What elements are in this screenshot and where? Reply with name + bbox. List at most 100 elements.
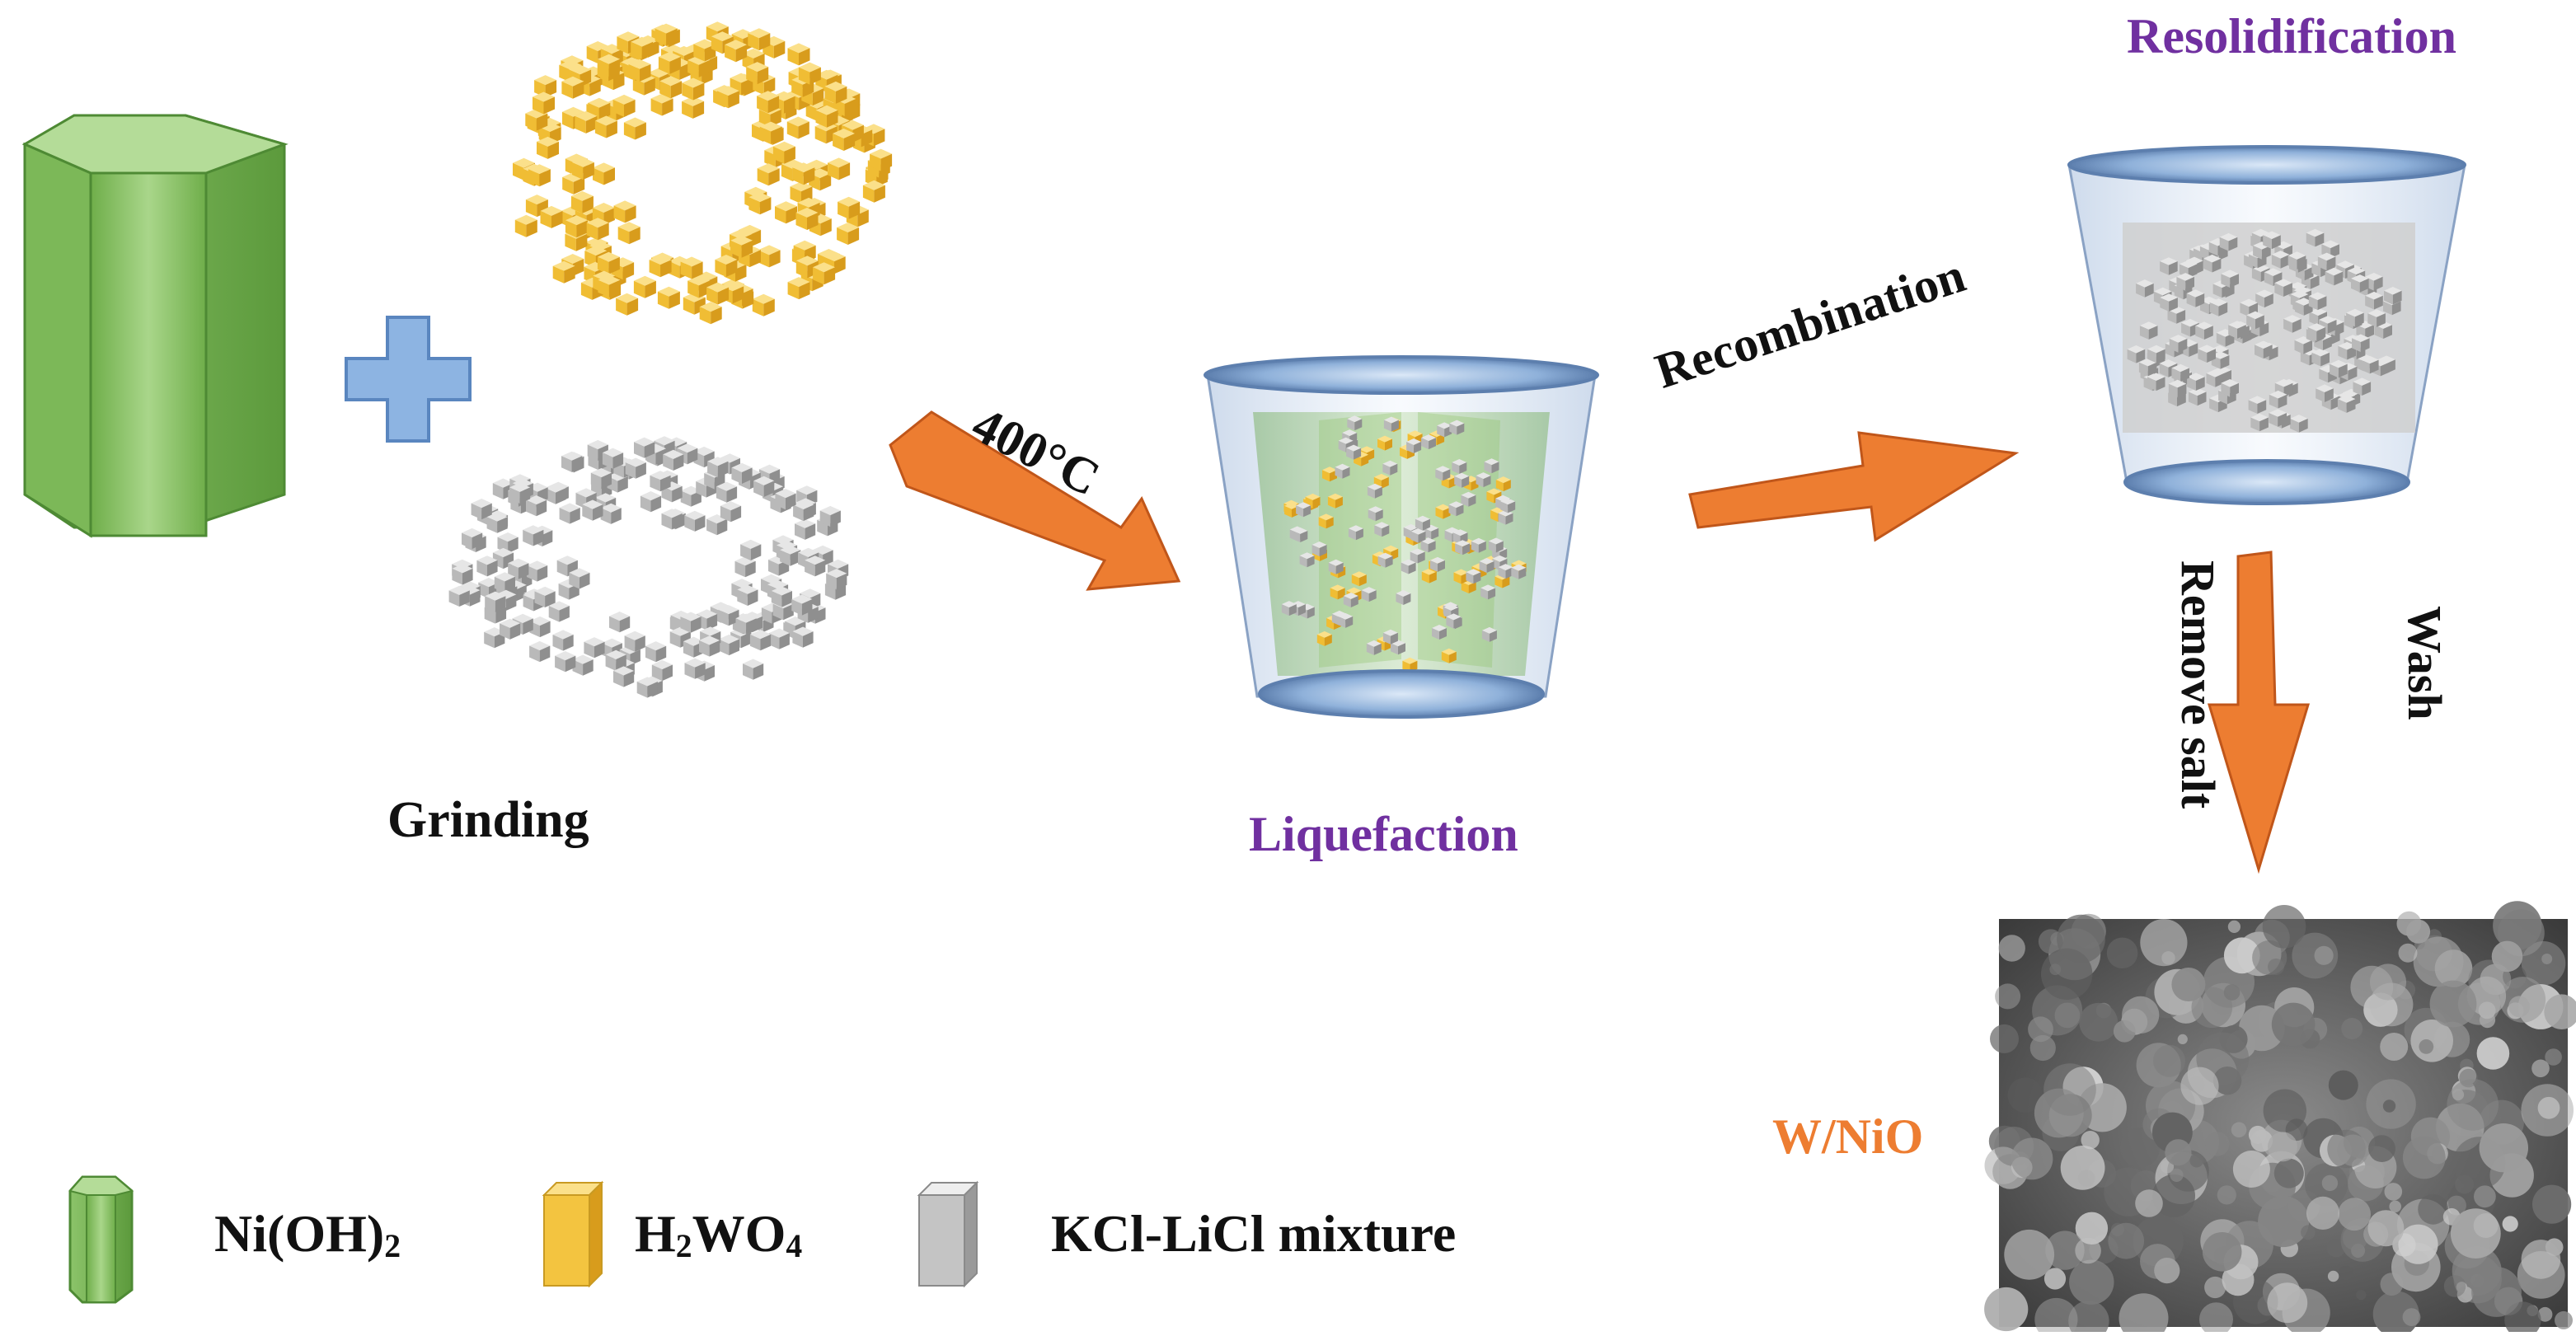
sem-grain: [2262, 905, 2306, 949]
sem-grain: [1984, 1287, 2029, 1332]
h2wo4-particle: [617, 222, 640, 245]
sem-grain: [2328, 1070, 2358, 1100]
sem-grain: [2273, 1158, 2304, 1188]
sem-grain: [2341, 1018, 2363, 1039]
sem-grain: [2028, 1016, 2053, 1043]
sem-grain: [2473, 1213, 2499, 1238]
sem-image: [1984, 901, 2576, 1336]
salt-particle: [609, 612, 631, 633]
h2wo4-particle: [758, 245, 781, 268]
h2wo4-particle: [593, 162, 615, 185]
sem-grain: [2406, 919, 2431, 944]
sem-grain: [2555, 1310, 2573, 1329]
sem-grain: [2135, 1189, 2163, 1217]
grinding-label: Grinding: [387, 792, 589, 848]
beaker-icon-liquefaction: [1204, 355, 1599, 719]
sem-grain: [2153, 1044, 2185, 1077]
salt-particle: [645, 641, 667, 663]
h2wo4-particle: [657, 286, 680, 309]
sem-grain: [2517, 1251, 2565, 1299]
sem-grain: [2191, 987, 2233, 1029]
h2wo4-particle: [633, 275, 656, 298]
sem-grain: [2034, 1297, 2078, 1336]
sem-grain: [2419, 1039, 2434, 1054]
h2wo4-particle: [775, 201, 797, 224]
sem-grain: [2038, 929, 2063, 954]
sem-grain: [2502, 1216, 2518, 1232]
sem-grain: [2258, 1196, 2310, 1248]
legend-label-h2wo4: H2WO4: [635, 1204, 803, 1265]
salt-particle: [584, 637, 605, 659]
sem-grain: [2075, 1212, 2109, 1245]
sem-grain: [2231, 1122, 2247, 1138]
sem-grain: [2199, 1302, 2233, 1336]
sem-grain: [2369, 963, 2407, 1001]
arrow-3: [2207, 551, 2311, 874]
sem-grain: [2227, 920, 2241, 933]
salt-particle: [559, 503, 580, 524]
salt-particle: [529, 640, 551, 663]
sem-grain: [2189, 1153, 2204, 1168]
arrow-2: [1688, 431, 2020, 542]
sem-grain: [2326, 1238, 2346, 1258]
h2wo4-particle: [514, 214, 537, 237]
h2wo4-particle: [623, 117, 646, 140]
arrow-1: [889, 410, 1181, 591]
h2wo4-particle: [752, 293, 775, 316]
legend-gray-cube-icon: [917, 1180, 979, 1288]
salt-particle: [552, 630, 574, 651]
sem-grain: [2476, 1037, 2510, 1070]
sem-grain: [2075, 1237, 2101, 1264]
sem-grain: [2413, 936, 2464, 987]
sem-grain: [2447, 1079, 2499, 1131]
liquefaction-label: Liquefaction: [1249, 807, 1518, 861]
sem-grain: [2314, 945, 2334, 965]
sem-grain: [2122, 996, 2160, 1034]
sem-grain: [2321, 1174, 2339, 1192]
sem-grain: [2217, 1185, 2236, 1205]
sem-grain: [2418, 1193, 2449, 1225]
sem-grain: [2170, 1168, 2184, 1182]
remove-salt-label: Remove salt: [2171, 560, 2225, 809]
sem-grain: [2223, 937, 2260, 974]
legend-yellow-cube-icon: [542, 1180, 604, 1288]
sem-grain: [2382, 1099, 2396, 1113]
sem-grain: [2069, 1259, 2114, 1305]
sem-grain: [2119, 1293, 2169, 1336]
sem-grain: [2248, 1125, 2267, 1144]
sem-grain: [2306, 1196, 2340, 1230]
sem-grain: [2479, 1123, 2528, 1173]
sem-grain: [2541, 954, 2553, 964]
sem-grain: [2108, 1222, 2145, 1259]
sem-grain: [2532, 1184, 2572, 1224]
legend-label-nioh2: Ni(OH)2: [214, 1204, 401, 1265]
sem-grain: [2338, 1198, 2372, 1231]
salt-particle: [640, 491, 662, 513]
sem-grain: [2384, 1183, 2403, 1201]
sem-grain: [2232, 1151, 2270, 1188]
resolidification-label: Resolidification: [2127, 9, 2456, 63]
product-label: W/NiO: [1772, 1109, 1924, 1164]
sem-grain: [2171, 968, 2206, 1001]
sem-grain: [2077, 1170, 2095, 1187]
sem-grain: [2380, 1033, 2409, 1061]
sem-grain: [2466, 976, 2507, 1016]
sem-grain: [2301, 1225, 2316, 1240]
sem-grain: [2545, 1048, 2562, 1066]
sem-grain: [2398, 943, 2418, 963]
sem-grain: [2152, 1174, 2195, 1217]
sem-grain: [2267, 1282, 2308, 1324]
sem-grain: [1998, 935, 2025, 962]
sem-grain: [2180, 1066, 2219, 1105]
sem-grain: [2029, 1034, 2056, 1062]
plus-icon: [345, 316, 472, 443]
sem-grain: [2537, 1306, 2553, 1322]
sem-grain: [2004, 1229, 2055, 1280]
sem-grain: [2402, 1308, 2421, 1326]
sem-grain: [2339, 1265, 2353, 1281]
sem-grain: [2177, 1034, 2188, 1044]
sem-grain: [2223, 984, 2241, 1001]
sem-grain: [1995, 983, 2021, 1010]
